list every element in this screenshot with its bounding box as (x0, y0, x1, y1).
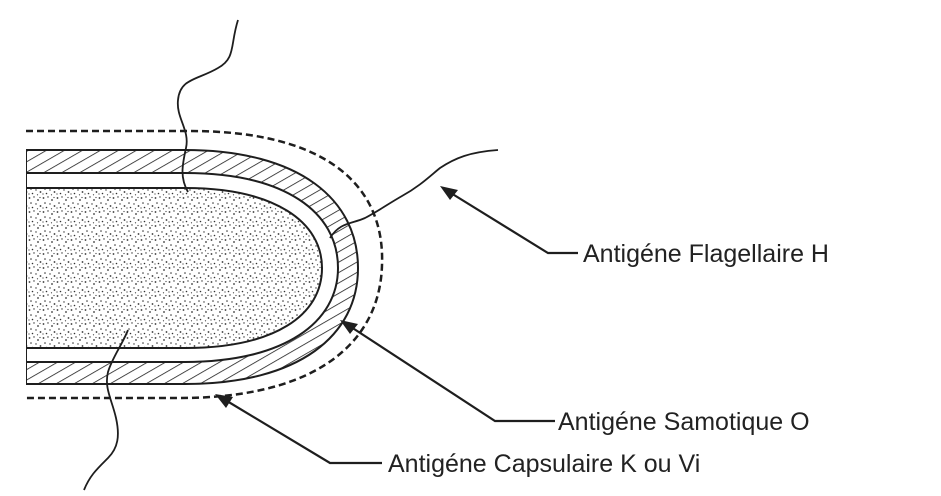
somatic-antigen-pointer (340, 320, 555, 421)
flagellum-right (330, 150, 498, 238)
capsular-antigen-pointer (215, 394, 382, 463)
capsular-antigen-label: Antigéne Capsulaire K ou Vi (388, 450, 700, 478)
somatic-antigen-label: Antigéne Samotique O (558, 408, 810, 436)
bacterium-cell (26, 131, 382, 398)
flagellar-antigen-pointer (440, 186, 578, 253)
flagellar-antigen-label: Antigéne Flagellaire H (583, 240, 829, 268)
cytoplasm (26, 188, 322, 348)
